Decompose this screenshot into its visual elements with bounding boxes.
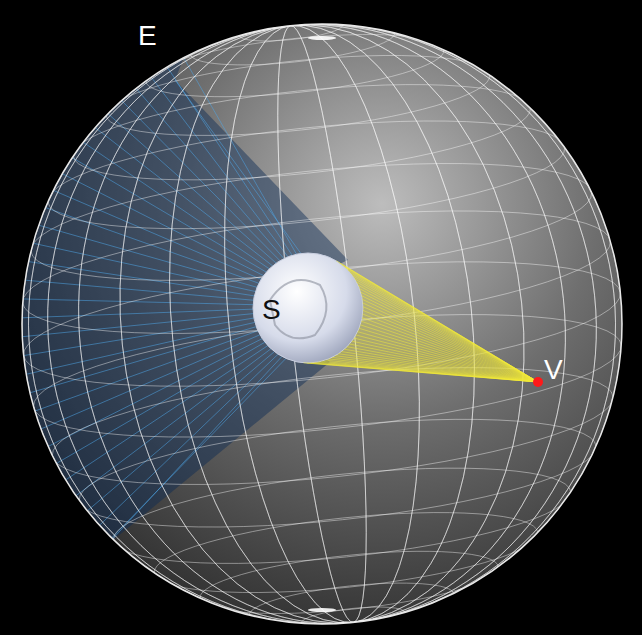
yellow-cone bbox=[304, 261, 538, 382]
yellow-ray bbox=[336, 261, 538, 382]
yellow-ray bbox=[339, 263, 538, 382]
longitude-line bbox=[49, 0, 594, 635]
yellow-ray bbox=[356, 335, 538, 382]
latitude-line bbox=[197, 540, 501, 625]
yellow-ray bbox=[342, 265, 538, 382]
blue-ray bbox=[66, 346, 268, 480]
blue-ray bbox=[87, 352, 274, 511]
latitude-line bbox=[300, 603, 406, 633]
latitude-line bbox=[151, 498, 542, 607]
yellow-ray bbox=[344, 349, 538, 382]
sphere-outline bbox=[22, 24, 622, 624]
latitude-line bbox=[74, 400, 601, 547]
longitude-line bbox=[18, 0, 626, 635]
longitude-line bbox=[49, 0, 594, 635]
blue-ray bbox=[26, 322, 255, 374]
sphere-label: E bbox=[138, 22, 157, 50]
latitude-line bbox=[143, 23, 447, 108]
longitude-line bbox=[91, 5, 553, 635]
yellow-cone-fill bbox=[304, 261, 538, 382]
latitude-line bbox=[103, 41, 494, 150]
yellow-ray bbox=[345, 267, 538, 382]
latitude-line bbox=[189, 15, 397, 73]
blue-ray bbox=[35, 331, 258, 411]
longitude-line bbox=[91, 5, 553, 635]
blue-ray bbox=[22, 314, 253, 337]
blue-ray bbox=[46, 208, 259, 284]
blue-ray bbox=[53, 190, 261, 279]
blue-ray bbox=[95, 128, 272, 266]
blue-ray bbox=[83, 142, 269, 269]
pole-highlight bbox=[308, 608, 336, 612]
longitude-line bbox=[18, 0, 626, 635]
longitude-line bbox=[141, 10, 502, 635]
yellow-ray bbox=[304, 363, 538, 382]
inner-sphere bbox=[253, 253, 363, 363]
latitude-line bbox=[47, 346, 618, 506]
latitude-line bbox=[43, 101, 570, 248]
latitude-line bbox=[247, 575, 455, 633]
latitude-line bbox=[238, 15, 344, 45]
blue-ray bbox=[100, 354, 279, 525]
blue-ray bbox=[108, 114, 276, 263]
sphere-label: S bbox=[262, 296, 281, 324]
pole-highlight bbox=[308, 36, 336, 40]
viewpoint-dot bbox=[533, 377, 543, 387]
point-label: V bbox=[544, 356, 563, 384]
longitude-line bbox=[141, 10, 502, 635]
blue-ray bbox=[184, 58, 297, 254]
blue-ray bbox=[22, 309, 253, 318]
blue-ray bbox=[122, 101, 280, 261]
blue-ray bbox=[72, 158, 266, 272]
latitude-line bbox=[18, 239, 626, 409]
